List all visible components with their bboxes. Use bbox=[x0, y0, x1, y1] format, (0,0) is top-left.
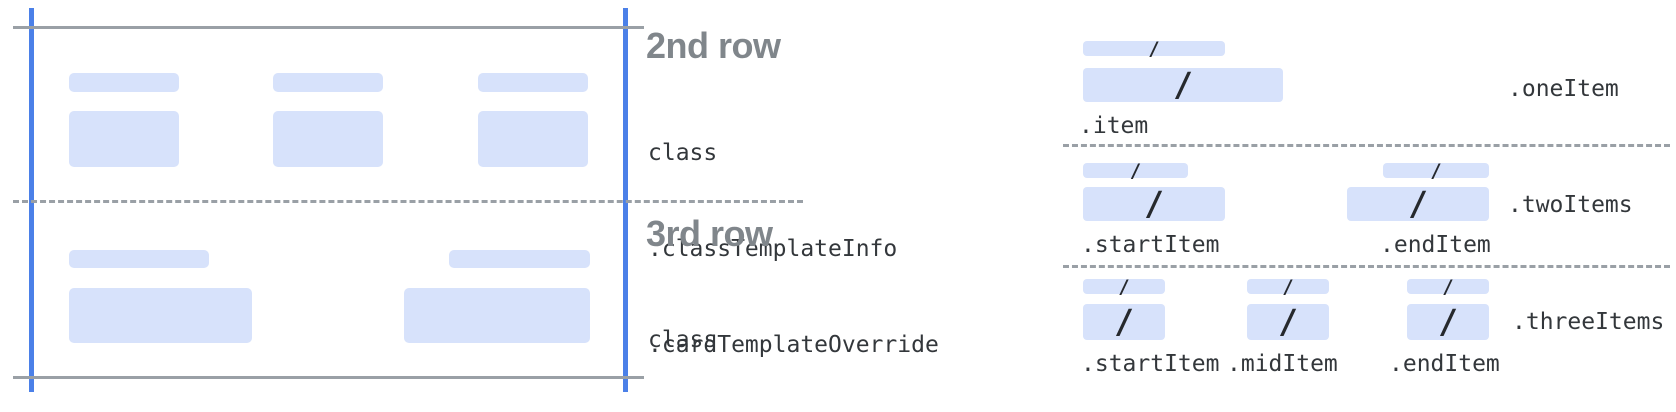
threeitems-startitem-label: .startItem bbox=[1081, 351, 1220, 377]
row2-col1-value-placeholder bbox=[69, 111, 179, 167]
threeitems-enditem-value-bar: / bbox=[1407, 304, 1489, 340]
row2-path-line-3: .cardTemplateOverride bbox=[648, 332, 939, 358]
twoitems-template-name: .twoItems bbox=[1508, 192, 1633, 218]
threeitems-enditem-label: .endItem bbox=[1389, 351, 1500, 377]
oneitem-item-label: .item bbox=[1079, 113, 1149, 139]
row3-col1-label-placeholder bbox=[69, 250, 209, 268]
threeitems-startitem-value-bar: / bbox=[1083, 304, 1165, 340]
threeitems-miditem-value-bar: / bbox=[1247, 304, 1329, 340]
twoitems-enditem-value-bar: / bbox=[1347, 187, 1489, 221]
threeitems-miditem-label-bar: / bbox=[1247, 277, 1329, 296]
twoitems-enditem-label-bar: / bbox=[1383, 161, 1489, 180]
row3-path-line-1: class bbox=[648, 327, 718, 353]
row2-col2-label-placeholder bbox=[273, 73, 383, 92]
row2-path-line-1: class bbox=[648, 140, 718, 166]
row2-class-path: class .classTemplateInfo .cardTemplateOv… bbox=[648, 73, 980, 412]
row3-heading: 3rd row bbox=[646, 213, 773, 254]
template-separator-dashed-1 bbox=[1063, 144, 1670, 147]
row2-col1-label-placeholder bbox=[69, 73, 179, 92]
oneitem-item-label-bar: / bbox=[1083, 39, 1225, 58]
row2-path-line-2: .classTemplateInfo bbox=[648, 236, 898, 262]
row2-col2-value-placeholder bbox=[273, 111, 383, 167]
row2-col3-value-placeholder bbox=[478, 111, 588, 167]
row2-heading: 2nd row bbox=[646, 25, 781, 66]
oneitem-template-name: .oneItem bbox=[1508, 76, 1619, 102]
card-guide-line-top bbox=[13, 26, 644, 29]
card-row-divider-dashed bbox=[13, 200, 803, 203]
card-guide-line-bottom bbox=[13, 376, 644, 379]
twoitems-startitem-value-bar: / bbox=[1083, 187, 1225, 221]
twoitems-startitem-label: .startItem bbox=[1081, 232, 1220, 258]
row2-col3-label-placeholder bbox=[478, 73, 588, 92]
template-separator-dashed-2 bbox=[1063, 265, 1670, 268]
row3-class-path: class .classTemplateInfo .cardTemplateOv… bbox=[648, 260, 980, 412]
threeitems-enditem-label-bar: / bbox=[1407, 277, 1489, 296]
row3-col1-value-placeholder bbox=[69, 288, 252, 343]
row3-col2-value-placeholder bbox=[404, 288, 590, 343]
threeitems-template-name: .threeItems bbox=[1512, 309, 1665, 335]
oneitem-item-value-bar: / bbox=[1083, 68, 1283, 102]
twoitems-startitem-label-bar: / bbox=[1083, 161, 1188, 180]
twoitems-enditem-label: .endItem bbox=[1380, 232, 1491, 258]
row3-col2-label-placeholder bbox=[449, 250, 590, 268]
threeitems-miditem-label: .midItem bbox=[1227, 351, 1338, 377]
threeitems-startitem-label-bar: / bbox=[1083, 277, 1165, 296]
